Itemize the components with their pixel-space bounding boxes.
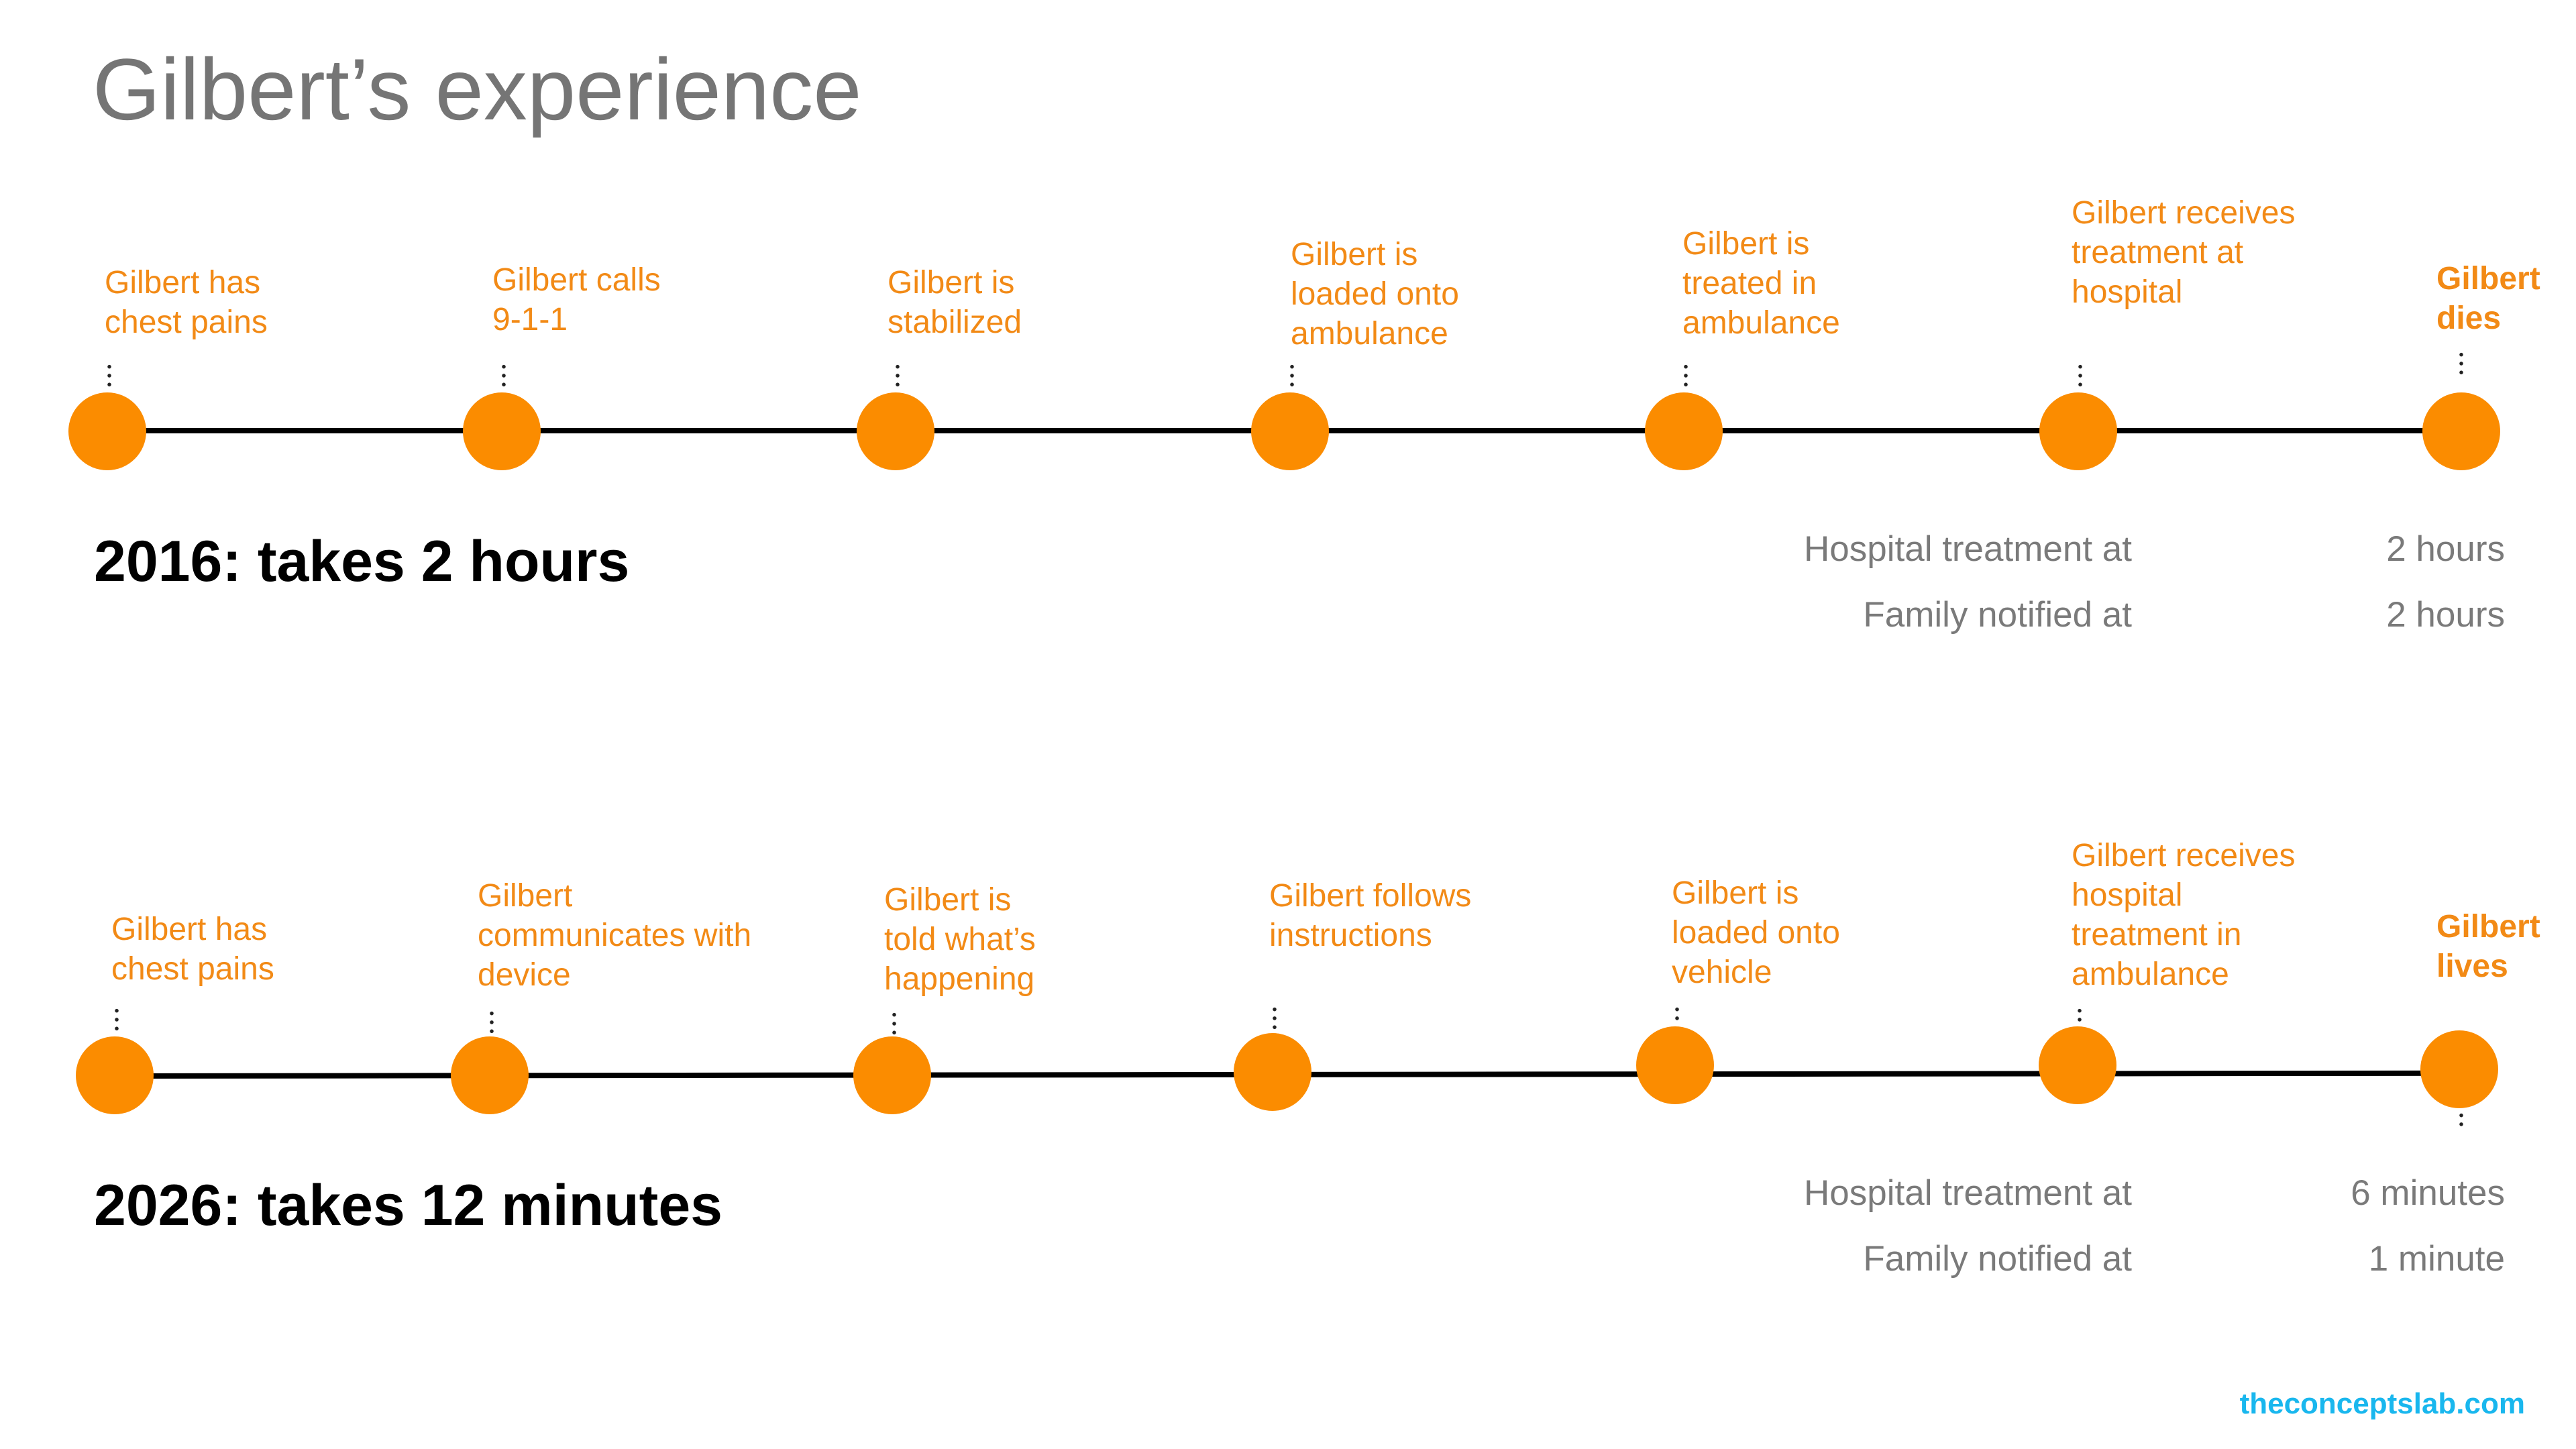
timeline-node	[1645, 392, 1723, 470]
stat-label: Family notified at	[1863, 1239, 2132, 1279]
timeline-node	[451, 1036, 529, 1114]
dotted-connector	[1675, 1005, 1679, 1024]
dotted-connector	[502, 362, 506, 389]
stat-label: Family notified at	[1863, 595, 2132, 635]
dotted-connector	[2078, 362, 2082, 389]
timeline-node	[857, 392, 934, 470]
dotted-connector	[1273, 1005, 1277, 1032]
dotted-connector	[490, 1009, 494, 1036]
timeline-heading: 2016: takes 2 hours	[94, 529, 630, 594]
dotted-connector	[2459, 1111, 2463, 1130]
dotted-connector	[1684, 362, 1688, 389]
dotted-connector	[2459, 350, 2463, 377]
dotted-connector	[1290, 362, 1294, 389]
dotted-connector	[892, 1010, 896, 1037]
timeline-node	[1636, 1026, 1714, 1104]
dotted-connector	[2078, 1006, 2082, 1025]
stat-value: 6 minutes	[2351, 1173, 2505, 1213]
stat-value: 2 hours	[2386, 595, 2505, 635]
timeline-node	[1234, 1033, 1311, 1111]
timeline-node	[2039, 1026, 2116, 1104]
stat-value: 1 minute	[2368, 1239, 2505, 1279]
timeline-heading: 2026: takes 12 minutes	[94, 1173, 722, 1238]
site-credit[interactable]: theconceptslab.com	[2239, 1387, 2525, 1420]
page-title: Gilbert’s experience	[93, 40, 862, 138]
stat-label: Hospital treatment at	[1803, 1173, 2132, 1213]
timeline-node	[853, 1036, 931, 1114]
timeline-node	[2422, 392, 2500, 470]
timeline-node	[76, 1036, 154, 1114]
timeline-node	[68, 392, 146, 470]
timeline-node	[2039, 392, 2117, 470]
timeline-node	[463, 392, 541, 470]
timeline-node	[1251, 392, 1329, 470]
dotted-connector	[896, 362, 900, 389]
stat-value: 2 hours	[2386, 529, 2505, 569]
dotted-connector	[107, 362, 111, 389]
dotted-connector	[115, 1006, 119, 1033]
stat-label: Hospital treatment at	[1803, 529, 2132, 569]
timeline-node	[2420, 1030, 2498, 1108]
